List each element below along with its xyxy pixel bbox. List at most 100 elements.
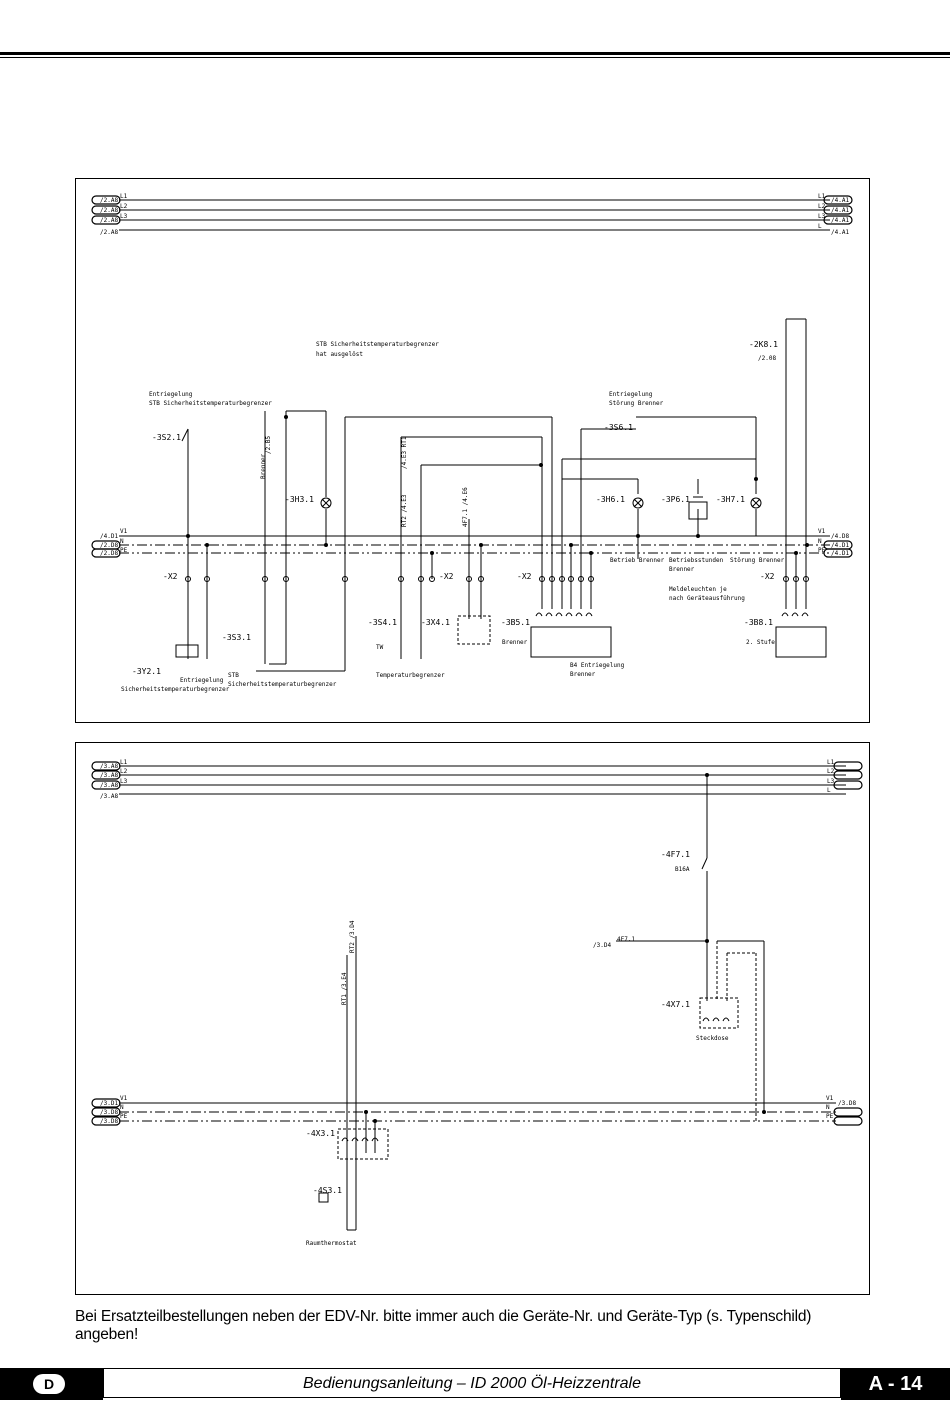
stufe-label: 2. Stufe (746, 639, 775, 646)
phase-label-l2: L2 (120, 203, 128, 210)
x71-label: -4X7.1 (661, 1000, 690, 1009)
k81-ref: /2.08 (758, 355, 776, 362)
k81-label: -2K8.1 (749, 340, 778, 349)
meldeleuchten-line2: nach Geräteausführung (669, 595, 745, 602)
bus-label-pe: PE (120, 547, 128, 554)
rt1-ref: /4.E3 RT1 (401, 436, 408, 469)
b-bus-left-n: /3.D8 (100, 1109, 118, 1116)
b-left-ref-l: /3.A8 (100, 793, 118, 800)
bus-right-ref-n: /4.D1 (831, 542, 849, 549)
phase-ref-connectors-bottom (91, 761, 863, 790)
right-ref-l3: /4.A1 (831, 217, 849, 224)
betrieb-label: Betrieb Brenner (610, 557, 665, 564)
s31-label: -3S3.1 (222, 633, 251, 642)
page-footer: D Bedienungsanleitung – ID 2000 Öl-Heizz… (0, 1368, 950, 1400)
socket-x71-box (699, 997, 739, 1029)
terminal-x31-plugs (341, 1137, 379, 1142)
raumthermostat-label: Raumthermostat (306, 1240, 357, 1247)
socket-f71 (457, 615, 491, 645)
b51-label: -3B5.1 (501, 618, 530, 627)
rt2-ref: RT2 /4.E3 (401, 494, 408, 527)
b-bus-right-pe: PE (826, 1113, 834, 1120)
stb-line1: STB (228, 672, 239, 679)
left-ref-l2: /2.A8 (100, 207, 118, 214)
circuit-wires-bottom (346, 775, 765, 1231)
tw-label: TW (376, 644, 384, 651)
entr-burner-line1: Entriegelung (609, 391, 653, 398)
b-bus-label-pe: PE (120, 1113, 128, 1120)
f71-bottom-label: -4F7.1 (661, 850, 690, 859)
bus-left-ref-pe: /2.D8 (100, 550, 118, 557)
right-ref-l: /4.A1 (831, 229, 849, 236)
lamp-h71 (750, 497, 762, 509)
entr-stb-line1: Entriegelung (149, 391, 193, 398)
h61-label: -3H6.1 (596, 495, 625, 504)
b-left-ref-l2: /3.A8 (100, 772, 118, 779)
bus-right-label-v1: V1 (818, 528, 826, 535)
top-rule-thin (0, 57, 950, 58)
b-right-phase-l1: L1 (827, 759, 835, 766)
betriebsstunden-line2: Brenner (669, 566, 695, 573)
phase-label-l3: L3 (120, 213, 128, 220)
x2-label-b: -X2 (439, 572, 454, 581)
bus-right-label-pe: PE (818, 547, 826, 554)
stb-triggered-line1: STB Sicherheitstemperaturbegrenzer (316, 341, 439, 348)
b-phase-l2: L2 (120, 768, 128, 775)
manual-title: Bedienungsanleitung – ID 2000 Öl-Heizzen… (103, 1368, 841, 1398)
bus-label-n: N (120, 538, 124, 545)
s61-label: -3S6.1 (604, 423, 633, 432)
temp-begrenzer-label: Temperaturbegrenzer (376, 672, 445, 679)
bus-lines (119, 535, 830, 554)
spare-parts-note: Bei Ersatzteilbestellungen neben der EDV… (75, 1308, 812, 1343)
right-ref-l2: /4.A1 (831, 207, 849, 214)
right-phase-l1: L1 (818, 193, 826, 200)
b-bus-right-n: N (826, 1104, 830, 1111)
b81-label: -3B8.1 (744, 618, 773, 627)
entr-stb-line2: STB Sicherheitstemperaturbegrenzer (149, 400, 272, 407)
x2-label-a: -X2 (163, 572, 178, 581)
hour-meter-p61 (688, 496, 708, 520)
socket-x71-plugs (702, 1017, 730, 1022)
betriebsstunden-line1: Betriebsstunden (669, 557, 724, 564)
circuit-wires (181, 318, 807, 672)
phase-lines-bottom (119, 765, 846, 795)
left-ref-l: /2.A8 (100, 229, 118, 236)
phase-lines (119, 199, 830, 231)
h71-label: -3H7.1 (716, 495, 745, 504)
h31-label: -3H3.1 (285, 495, 314, 504)
meldeleuchten-line1: Meldeleuchten je (669, 586, 727, 593)
brenner-b51-text: Brenner (502, 639, 528, 646)
b-bus-left-v1: /3.D1 (100, 1100, 118, 1107)
left-ref-l1: /2.A8 (100, 197, 118, 204)
p61-label: -3P6.1 (661, 495, 690, 504)
b-bus-label-n: N (120, 1104, 124, 1111)
entr-y-line1: Entriegelung (180, 677, 224, 684)
b-phase-l3: L3 (120, 778, 128, 785)
y21-coil (175, 644, 199, 658)
wiring-diagram-bottom: /3.A8 /3.A8 /3.A8 /3.A8 L1 L2 L3 L1 L2 L… (75, 742, 870, 1295)
right-ref-l1: /4.A1 (831, 197, 849, 204)
b-right-phase-l: L (827, 787, 831, 794)
entr-burner-line2: Störung Brenner (609, 400, 664, 407)
language-box: D (0, 1368, 103, 1400)
junction-dots-bottom (364, 773, 766, 1123)
b4-line1: B4 Entriegelung (570, 662, 625, 669)
x2-terminals (185, 576, 809, 582)
language-badge: D (33, 1374, 65, 1394)
stb-triggered-line2: hat ausgelöst (316, 351, 363, 358)
burner-plugs (535, 612, 809, 617)
bus-connectors-bottom (91, 1098, 863, 1126)
b-bus-right-v1: V1 (826, 1095, 834, 1102)
right-phase-l: L (818, 223, 822, 230)
bus-right-ref-pe: /4.D1 (831, 550, 849, 557)
b16a-label: B16A (675, 866, 690, 873)
f71-ref-left: /3.D4 (593, 942, 611, 949)
stoerung-label: Störung Brenner (730, 557, 785, 564)
junction-dots (186, 415, 809, 555)
bus-left-ref-v1: /4.D1 (100, 533, 118, 540)
bus-left-ref-n: /2.D8 (100, 542, 118, 549)
x2-label-c: -X2 (517, 572, 532, 581)
left-ref-l3: /2.A8 (100, 217, 118, 224)
entr-y-line2: Sicherheitstemperaturbegrenzer (121, 686, 230, 693)
b-bus-left-pe: /3.D8 (100, 1118, 118, 1125)
